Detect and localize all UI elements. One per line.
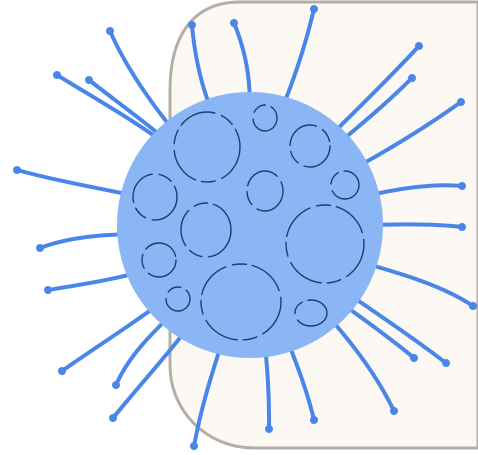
spike-tip: [390, 407, 398, 415]
spike-tip: [469, 302, 477, 310]
spike-tip: [310, 416, 318, 424]
spike-tip: [190, 442, 198, 450]
spike-tip: [36, 244, 44, 252]
virus-body: [117, 92, 383, 358]
spike-tip: [415, 42, 423, 50]
spike-tip: [442, 359, 450, 367]
spike-tip: [458, 182, 466, 190]
spike-tip: [109, 414, 117, 422]
spike-tip: [230, 19, 238, 27]
spike-tip: [13, 166, 21, 174]
spike-tip: [188, 21, 196, 29]
spike-tip: [44, 286, 52, 294]
spike-tip: [410, 354, 418, 362]
spike-tip: [458, 223, 466, 231]
spike-tip: [58, 367, 66, 375]
spike-tip: [457, 98, 465, 106]
spike-tip: [85, 76, 93, 84]
spike-tip: [265, 425, 273, 433]
spike-tip: [112, 381, 120, 389]
spike-tip: [106, 27, 114, 35]
spike-tip: [408, 74, 416, 82]
spike-tip: [310, 5, 318, 13]
spike-tip: [53, 71, 61, 79]
